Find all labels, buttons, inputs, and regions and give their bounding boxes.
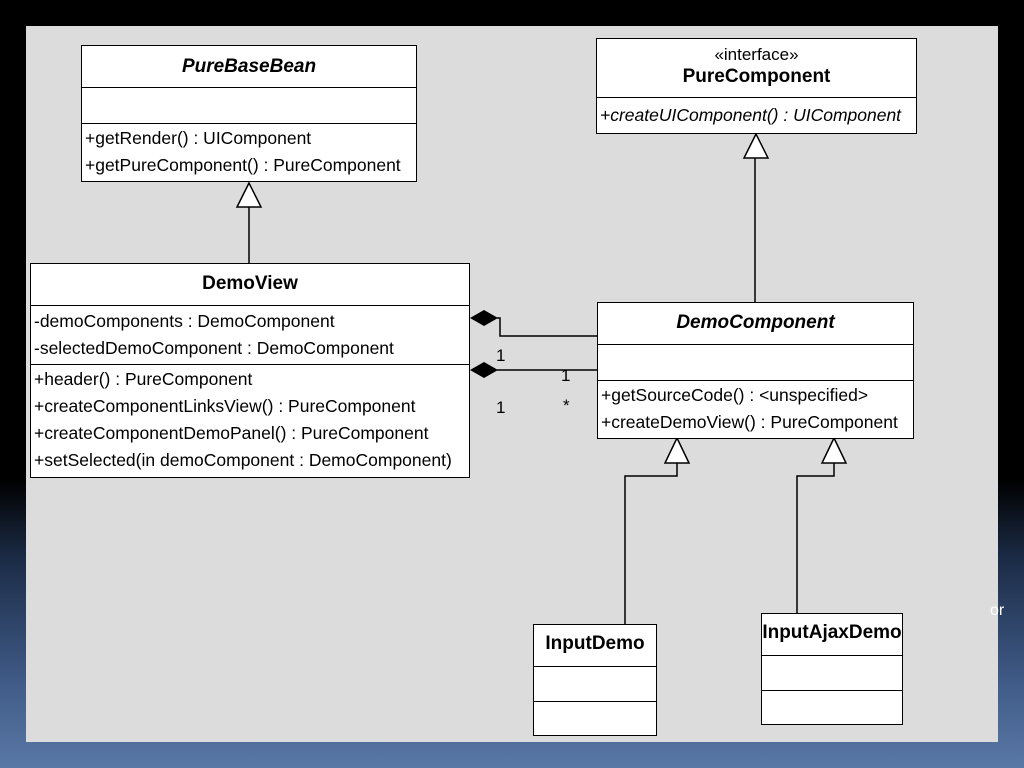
operations-purecomponent: +createUIComponent() : UIComponent (597, 98, 916, 132)
corner-text: or (990, 602, 1005, 619)
attributes-inputajaxdemo (762, 656, 902, 691)
operation-item: +getRender() : UIComponent (85, 128, 312, 148)
class-demoview: DemoView -demoComponents : DemoComponent… (30, 263, 470, 478)
attribute-item: -selectedDemoComponent : DemoComponent (34, 338, 394, 358)
attributes-demoview: -demoComponents : DemoComponent -selecte… (31, 306, 469, 365)
operation-item: +getSourceCode() : <unspecified> (601, 385, 869, 405)
realization-arrow-purecomponent (742, 132, 770, 159)
multiplicity-lower-democomponent: * (563, 396, 570, 415)
operation-item: +createUIComponent() : UIComponent (600, 105, 902, 125)
operations-inputdemo (534, 702, 656, 734)
class-name-text: PureComponent (682, 66, 831, 87)
attribute-item: -demoComponents : DemoComponent (34, 311, 335, 331)
generalization-arrow-purebasebean (235, 181, 263, 208)
generalization-line-inputajaxdemo (796, 463, 835, 615)
aggregation-diamond-lower (470, 362, 498, 378)
class-name-purecomponent: «interface» PureComponent (597, 39, 916, 98)
operation-item: +createComponentLinksView() : PureCompon… (34, 396, 416, 416)
operations-demoview: +header() : PureComponent +createCompone… (31, 365, 469, 474)
class-name-purebasebean: PureBaseBean (82, 46, 416, 88)
class-democomponent: DemoComponent +getSourceCode() : <unspec… (597, 302, 914, 439)
attributes-inputdemo (534, 667, 656, 702)
class-name-democomponent: DemoComponent (598, 303, 913, 345)
operation-item: +getPureComponent() : PureComponent (85, 155, 401, 175)
operations-democomponent: +getSourceCode() : <unspecified> +create… (598, 381, 913, 436)
operation-item: +header() : PureComponent (34, 369, 253, 389)
operation-item: +createComponentDemoPanel() : PureCompon… (34, 423, 429, 443)
multiplicity-upper-democomponent: 1 (561, 366, 571, 385)
operations-inputajaxdemo (762, 691, 902, 723)
class-inputdemo: InputDemo (533, 624, 657, 736)
class-name-inputajaxdemo: InputAjaxDemo (762, 614, 902, 656)
multiplicity-lower-demoview: 1 (496, 398, 506, 417)
generalization-arrow-inputajaxdemo (820, 436, 848, 464)
class-purebasebean: PureBaseBean +getRender() : UIComponent … (81, 45, 417, 182)
attributes-democomponent (598, 345, 913, 381)
generalization-line-inputdemo (624, 463, 678, 626)
aggregation-diamond-upper (470, 310, 498, 326)
class-purecomponent: «interface» PureComponent +createUICompo… (596, 38, 917, 134)
class-name-demoview: DemoView (31, 264, 469, 306)
operation-item: +createDemoView() : PureComponent (601, 412, 898, 432)
operation-item: +setSelected(in demoComponent : DemoComp… (34, 450, 452, 470)
class-inputajaxdemo: InputAjaxDemo (761, 613, 903, 725)
attributes-purebasebean (82, 88, 416, 124)
multiplicity-upper-demoview: 1 (496, 346, 506, 365)
operations-purebasebean: +getRender() : UIComponent +getPureCompo… (82, 124, 416, 179)
generalization-arrow-inputdemo (663, 436, 691, 464)
stereotype-label: «interface» (714, 45, 799, 64)
class-name-inputdemo: InputDemo (534, 625, 656, 667)
aggregation-line-upper (497, 317, 598, 337)
